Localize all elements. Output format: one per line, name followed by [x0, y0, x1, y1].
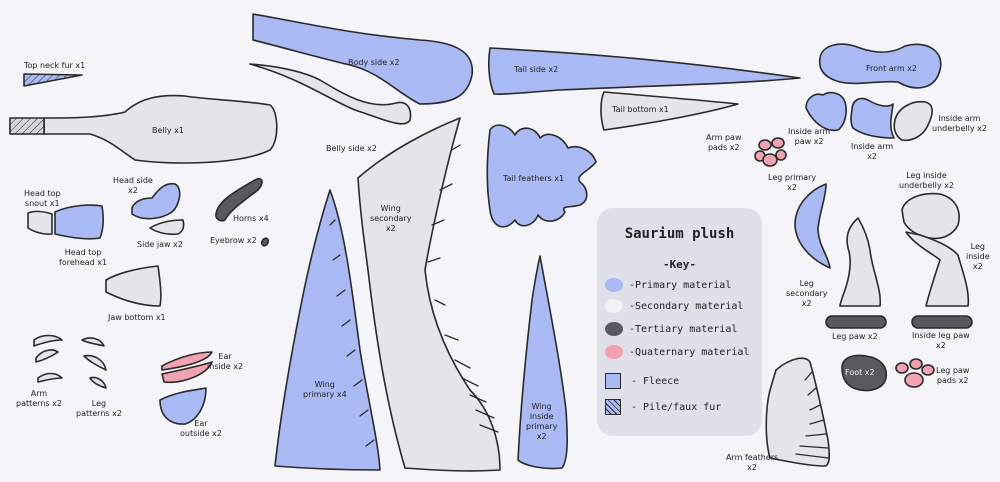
label-ear-outside: Ear outside x2: [180, 419, 222, 438]
label-belly: Belly x1: [152, 126, 184, 135]
label-leg-patterns: Leg patterns x2: [76, 399, 122, 418]
label-arm-patterns: Arm patterns x2: [16, 389, 62, 408]
wing-primary-piece: [274, 189, 381, 471]
eyebrow-piece: [260, 237, 270, 247]
label-jaw-bottom: Jaw bottom x1: [108, 313, 166, 322]
inside-arm-piece: [850, 97, 895, 139]
arm-paw-pads-piece: [754, 137, 787, 167]
label-ear-inside: Ear inside x2: [207, 352, 244, 371]
label-foot: Foot x2: [845, 368, 875, 377]
label-horns: Horns x4: [233, 214, 269, 223]
belly-fur-strip: [9, 117, 45, 135]
label-front-arm: Front arm x2: [866, 64, 917, 73]
label-tail-bottom: Tail bottom x1: [612, 105, 669, 114]
label-inside-arm-underbelly: Inside arm underbelly x2: [932, 114, 987, 133]
key-row-secondary: -Secondary material: [605, 297, 743, 315]
inside-arm-underbelly-piece: [893, 100, 933, 142]
wing-secondary-piece: [357, 117, 501, 472]
label-inside-leg-paw: Inside leg paw x2: [912, 331, 970, 350]
front-arm-piece: [818, 43, 942, 89]
label-wing-primary: Wing primary x4: [303, 380, 347, 399]
wing-secondary-ribs: [427, 144, 499, 433]
key-primary-label: -Primary material: [629, 279, 732, 291]
fleece-swatch: [605, 373, 621, 389]
label-head-side: Head side x2: [113, 176, 153, 195]
head-top-snout-piece: [27, 210, 53, 235]
wing-primary-ribs: [329, 219, 375, 447]
tail-side-piece: [488, 47, 801, 95]
label-leg-primary: Leg primary x2: [768, 173, 817, 192]
body-side-piece: [252, 13, 473, 105]
foot-piece: [841, 354, 888, 392]
head-side-piece: [131, 182, 181, 220]
inside-leg-paw-piece: [911, 315, 973, 329]
wing-inside-primary-piece: [517, 255, 568, 470]
quaternary-swatch: [605, 345, 623, 359]
label-arm-paw-pads: Arm paw pads x2: [706, 133, 742, 152]
label-tail-feathers: Tail feathers x1: [503, 174, 565, 183]
label-side-jaw: Side jaw x2: [137, 240, 183, 249]
belly-side-piece: [249, 63, 412, 125]
tertiary-swatch: [605, 322, 623, 336]
key-panel: Saurium plush -Key- -Primary material -S…: [597, 208, 762, 436]
jaw-bottom-piece: [105, 265, 162, 307]
label-arm-feathers: Arm feathers x2: [726, 453, 779, 472]
ear-outside-piece: [159, 387, 207, 425]
horns-piece: [215, 177, 263, 222]
arm-feathers-piece: [765, 357, 831, 467]
belly-piece: [43, 94, 278, 164]
label-leg-inside: Leg inside x2: [966, 242, 990, 271]
leg-inside-piece: [905, 231, 970, 307]
secondary-swatch: [605, 299, 623, 313]
label-top-neck-fur: Top neck fur x1: [24, 61, 86, 70]
tail-bottom-piece: [600, 91, 739, 131]
label-eyebrow: Eyebrow x2: [210, 236, 257, 245]
primary-swatch: [605, 278, 623, 292]
ear-inside-piece: [161, 351, 213, 384]
label-belly-side: Belly side x2: [326, 144, 377, 153]
leg-inside-underbelly-piece: [901, 192, 960, 240]
top-neck-fur-piece: [23, 73, 83, 87]
key-title: Saurium plush: [624, 226, 735, 242]
arm-patterns-piece: [33, 334, 63, 383]
pile-swatch: [605, 399, 621, 415]
leg-patterns-piece: [81, 337, 107, 389]
arm-feathers-ribs: [795, 371, 829, 459]
label-tail-side: Tail side x2: [514, 65, 559, 74]
leg-primary-piece: [794, 183, 831, 269]
tail-feathers-piece: [486, 124, 597, 228]
inside-arm-paw-piece: [805, 91, 847, 132]
side-jaw-piece: [149, 219, 185, 236]
label-leg-inside-underbelly: Leg inside underbelly x2: [899, 171, 954, 190]
label-body-side: Body side x2: [348, 58, 400, 67]
key-fleece-label: - Fleece: [631, 375, 680, 387]
key-row-primary: -Primary material: [605, 276, 731, 294]
label-head-top-forehead: Head top forehead x1: [59, 248, 108, 267]
label-leg-paw-pads: Leg paw pads x2: [936, 366, 970, 385]
key-pile-label: - Pile/faux fur: [631, 401, 722, 413]
label-wing-inside-primary: Wing inside primary x2: [526, 402, 558, 441]
label-head-top-snout: Head top snout x1: [24, 189, 61, 208]
key-quaternary-label: -Quaternary material: [629, 346, 750, 358]
label-inside-arm: Inside arm x2: [851, 142, 894, 161]
key-row-pile: - Pile/faux fur: [605, 398, 721, 416]
leg-paw-piece: [825, 315, 887, 329]
key-heading-text: Key: [669, 258, 690, 271]
leg-secondary-piece: [839, 217, 882, 307]
label-leg-secondary: Leg secondary x2: [786, 279, 828, 308]
label-wing-secondary: Wing secondary x2: [370, 204, 412, 233]
head-top-forehead-piece: [54, 204, 105, 240]
label-inside-arm-paw: Inside arm paw x2: [788, 127, 831, 146]
key-row-quaternary: -Quaternary material: [605, 343, 749, 361]
key-tertiary-label: -Tertiary material: [629, 323, 738, 335]
key-heading: -Key-: [662, 258, 697, 271]
key-row-tertiary: -Tertiary material: [605, 320, 737, 338]
key-secondary-label: -Secondary material: [629, 300, 744, 312]
leg-paw-pads-piece: [895, 358, 935, 388]
label-leg-paw: Leg paw x2: [832, 332, 878, 341]
key-row-fleece: - Fleece: [605, 372, 679, 390]
